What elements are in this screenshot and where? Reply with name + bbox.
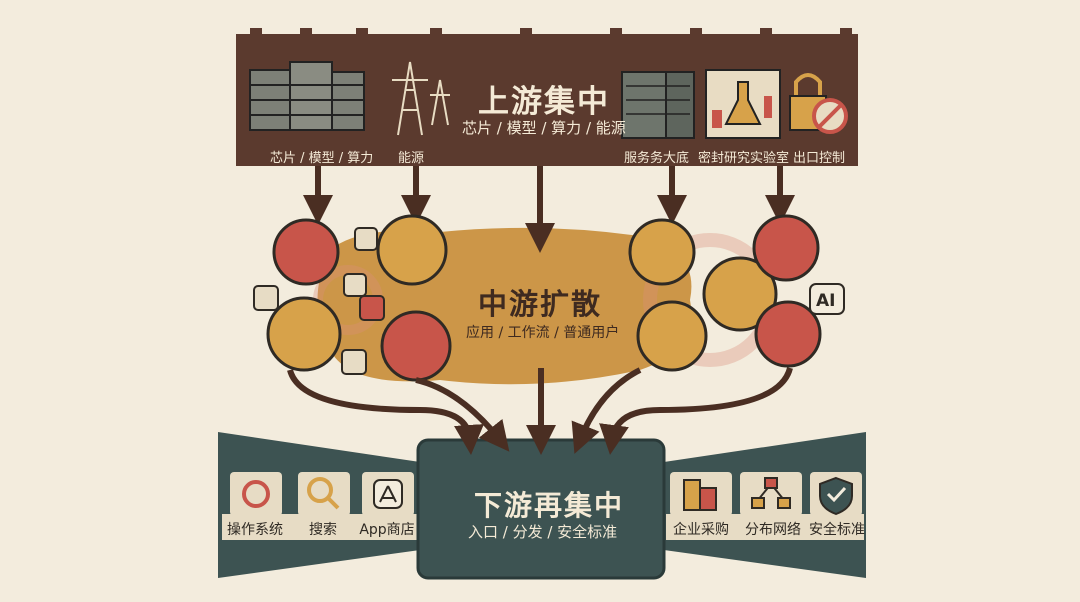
downstream-title: 下游再集中 [474,484,624,524]
shield-check-icon [820,478,852,514]
tool-app-icon [360,296,384,320]
arrow-curve-4 [612,368,790,440]
lab-flask-icon [706,70,780,138]
upstream-label-server: 服务务大底 [624,147,689,166]
chip-stack-icon [250,62,364,130]
chat-person-circle [268,298,340,370]
presenter-circle [630,220,694,284]
upstream-label-lab: 密封研究实验室 [698,147,789,166]
ui-designer-circle [638,302,706,370]
upstream-label-export: 出口控制 [793,147,845,166]
midstream-title: 中游扩散 [478,281,602,323]
label-appstore: App商店 [356,519,418,539]
label-network: 分布网络 [740,519,806,539]
server-rack-icon [622,72,694,138]
people-app-icon [342,350,366,374]
pair-circle [382,312,450,380]
upstream-label-chips: 芯片 / 模型 / 算力 [270,147,373,166]
remote-worker-circle [754,216,818,280]
label-security: 安全标准 [808,519,866,539]
meeting-circle [378,216,446,284]
ai-badge-label: AI [816,291,835,311]
app-store-icon [374,480,402,508]
share-app-icon [254,286,278,310]
downstream-subtitle: 入口 / 分发 / 安全标准 [468,521,617,542]
os-tile [230,472,282,516]
upstream-label-energy: 能源 [398,147,424,166]
label-search: 搜索 [296,519,350,539]
no-entry-icon [814,100,846,132]
arrow-curve-1 [290,370,470,440]
midstream-subtitle: 应用 / 工作流 / 普通用户 [466,322,619,342]
upstream-title: 上游集中 [478,76,610,121]
label-procurement: 企业采购 [668,519,734,539]
lightning-app-icon [355,228,377,250]
upstream-subtitle: 芯片 / 模型 / 算力 / 能源 [462,117,626,138]
arrow-curve-3 [580,370,640,440]
store-app-icon [344,274,366,296]
label-os: 操作系统 [224,519,286,539]
person-laptop-circle [274,220,338,284]
